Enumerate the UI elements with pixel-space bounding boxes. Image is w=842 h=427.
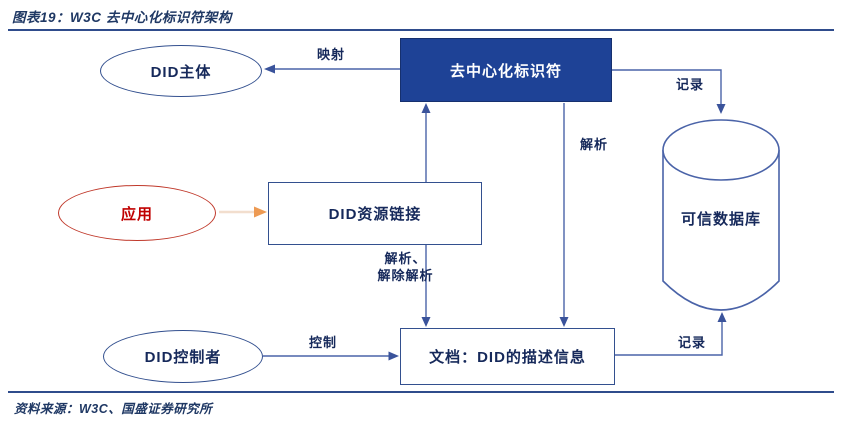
arrowhead-resolve-deref bbox=[421, 317, 431, 327]
arrowhead-resolve-up bbox=[421, 103, 431, 113]
node-did-controller-label: DID控制者 bbox=[144, 349, 222, 366]
edge-record-bottom-line bbox=[615, 318, 723, 356]
node-did-subject: DID主体 bbox=[100, 45, 262, 97]
arrowhead-record-bottom bbox=[717, 312, 727, 322]
edge-label-resolve-dereference-line2: 解除解析 bbox=[377, 268, 434, 283]
node-did-resource-link-label: DID资源链接 bbox=[328, 206, 422, 223]
edge-label-resolve-dereference: 解析、 解除解析 bbox=[363, 250, 448, 284]
edge-label-control: 控制 bbox=[308, 335, 337, 350]
arrowhead-resolve bbox=[559, 317, 569, 327]
node-application: 应用 bbox=[58, 185, 216, 241]
arrowhead-record-top bbox=[716, 104, 726, 114]
node-did-controller: DID控制者 bbox=[103, 330, 263, 383]
node-application-label: 应用 bbox=[120, 205, 153, 223]
node-trusted-database-label: 可信数据库 bbox=[680, 211, 761, 228]
edge-record-top-line bbox=[612, 69, 722, 109]
figure-title: 图表19：W3C 去中心化标识符架构 bbox=[12, 10, 232, 25]
node-decentralized-identifier-label: 去中心化标识符 bbox=[449, 62, 562, 80]
arrowhead-mapping bbox=[264, 64, 275, 74]
trusted-database-cylinder bbox=[662, 119, 780, 311]
footer-rule bbox=[8, 391, 834, 393]
node-did-resource-link: DID资源链接 bbox=[268, 182, 482, 245]
arrowhead-control bbox=[388, 351, 399, 361]
node-decentralized-identifier: 去中心化标识符 bbox=[400, 38, 612, 102]
node-did-document: 文档：DID的描述信息 bbox=[400, 328, 615, 385]
edge-label-resolve-dereference-line1: 解析、 bbox=[384, 251, 427, 266]
edge-label-resolve: 解析 bbox=[579, 137, 608, 152]
node-did-document-label: 文档：DID的描述信息 bbox=[429, 349, 586, 366]
arrowheads bbox=[264, 64, 727, 361]
edge-label-mapping: 映射 bbox=[316, 47, 345, 62]
edge-label-record-bottom: 记录 bbox=[677, 335, 706, 350]
node-did-subject-label: DID主体 bbox=[150, 63, 212, 81]
edge-application-arrow bbox=[219, 206, 267, 218]
edge-label-record-top: 记录 bbox=[675, 77, 704, 92]
figure-source: 资料来源：W3C、国盛证券研究所 bbox=[14, 402, 213, 416]
header-rule bbox=[8, 29, 834, 31]
